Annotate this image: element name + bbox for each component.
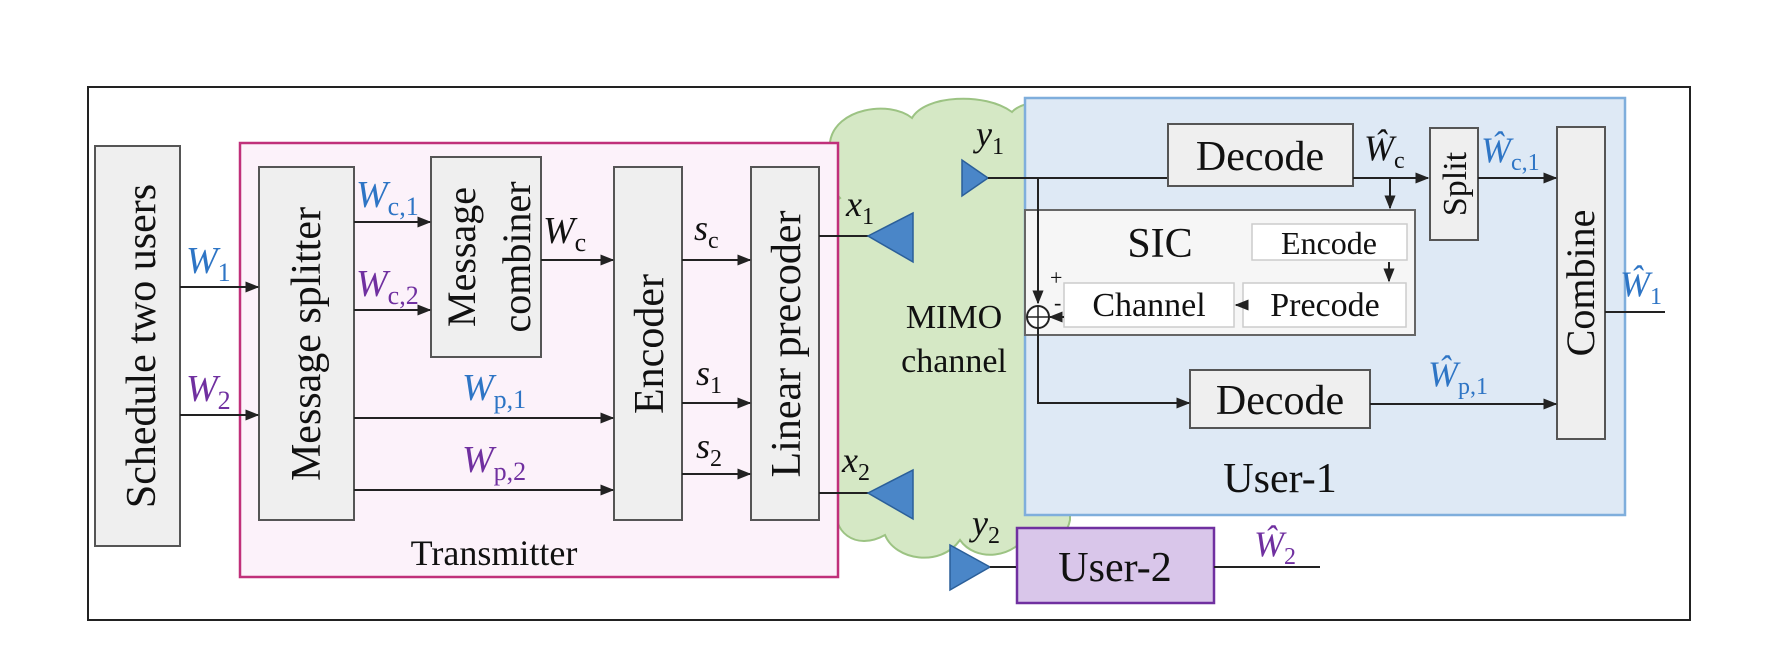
- tx-antenna-1-icon: [866, 211, 914, 264]
- message-splitter-block: [258, 166, 355, 521]
- wc1-hat-label: Ŵc,1: [1481, 130, 1540, 176]
- sic-plus-sign: +: [1050, 265, 1062, 290]
- split-block: [1429, 127, 1479, 241]
- schedule-block: [94, 145, 181, 547]
- y1-label: y1: [973, 114, 1004, 160]
- wp1-hat-label: Ŵp,1: [1428, 354, 1488, 400]
- channel-label-block: Channel: [1092, 287, 1205, 324]
- user2-block: [1015, 526, 1216, 605]
- message-splitter-label: Message splitter: [284, 207, 330, 481]
- decode-private-label: Decode: [1216, 378, 1344, 424]
- w1-label: W1: [186, 240, 231, 287]
- precode-label: Precode: [1270, 287, 1380, 324]
- rx-antenna-1-icon: [961, 158, 990, 198]
- decode-common-block: [1167, 123, 1354, 187]
- precode-block: [1242, 282, 1407, 328]
- sc-label: sc: [694, 208, 719, 254]
- w1-hat-label: Ŵ1: [1620, 264, 1662, 310]
- message-combiner-block: [430, 156, 542, 358]
- wc1-label: Wc,1: [356, 174, 419, 221]
- encode-block: [1251, 223, 1408, 261]
- encoder-block: [613, 166, 683, 521]
- wc2-label: Wc,2: [356, 263, 419, 310]
- s1-label: s1: [696, 353, 722, 399]
- user2-label: User-2: [1058, 545, 1171, 591]
- linear-precoder-block: [750, 166, 820, 521]
- split-label: Split: [1437, 151, 1474, 216]
- y2-label: y2: [969, 503, 1000, 549]
- combine-label: Combine: [1558, 210, 1603, 357]
- encoder-label: Encoder: [627, 274, 673, 414]
- wc-hat-label: Ŵc: [1364, 128, 1405, 174]
- x2-label: x2: [841, 440, 870, 486]
- schedule-label: Schedule two users: [119, 184, 165, 508]
- message-combiner-label-line1: Message: [439, 187, 484, 327]
- channel-label: channel: [901, 343, 1007, 380]
- message-combiner-label-line2: combiner: [494, 181, 539, 332]
- w2-hat-label: Ŵ2: [1254, 524, 1296, 570]
- rx-antenna-2-icon: [949, 543, 992, 592]
- mimo-label: MIMO: [906, 299, 1002, 336]
- residual-to-decode-arrow: [1037, 328, 1191, 409]
- decode-common-label: Decode: [1196, 134, 1324, 180]
- w2-label: W2: [186, 368, 231, 415]
- wc-label: Wc: [543, 210, 586, 257]
- channel-block: [1063, 282, 1235, 328]
- transmitter-label: Transmitter: [411, 533, 578, 573]
- combine-block: [1556, 126, 1606, 440]
- sic-minus-sign: -: [1054, 290, 1061, 315]
- s2-label: s2: [696, 426, 722, 472]
- wp2-label: Wp,2: [462, 439, 526, 486]
- wp1-label: Wp,1: [462, 367, 526, 414]
- user1-label: User-1: [1223, 456, 1336, 502]
- x1-label: x1: [845, 184, 874, 230]
- tx-antenna-2-icon: [866, 468, 914, 521]
- encode-label: Encode: [1281, 225, 1377, 261]
- sic-label: SIC: [1127, 221, 1192, 267]
- decode-private-block: [1189, 369, 1371, 429]
- linear-precoder-label: Linear precoder: [764, 210, 810, 477]
